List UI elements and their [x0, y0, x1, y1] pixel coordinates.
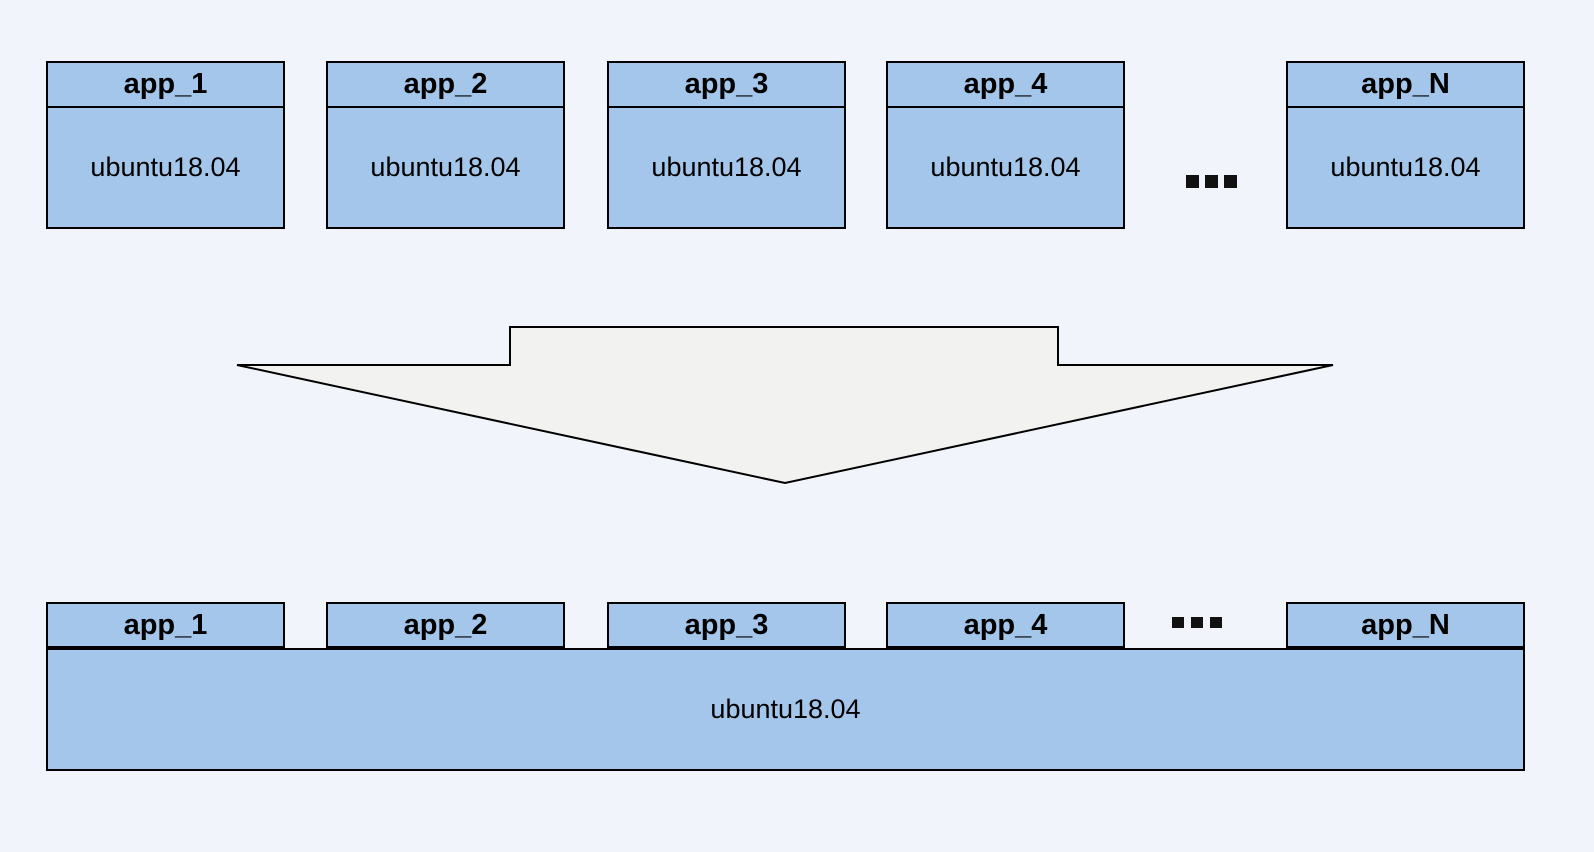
- app-box-title: app_2: [328, 63, 563, 108]
- app-box-3: app_3 ubuntu18.04: [607, 61, 846, 229]
- app-box-2: app_2 ubuntu18.04: [326, 61, 565, 229]
- app-chip-4: app_4: [886, 602, 1125, 648]
- ellipsis-top: ...: [1186, 175, 1237, 188]
- app-chip-n: app_N: [1286, 602, 1525, 648]
- app-chip-label: app_1: [123, 608, 208, 641]
- app-box-title: app_1: [48, 63, 283, 108]
- app-chip-label: app_N: [1361, 608, 1450, 641]
- app-chip-label: app_2: [403, 608, 488, 641]
- app-box-os: ubuntu18.04: [930, 152, 1081, 182]
- app-box-os: ubuntu18.04: [1330, 152, 1481, 182]
- shared-os-label: ubuntu18.04: [710, 694, 861, 724]
- app-box-n: app_N ubuntu18.04: [1286, 61, 1525, 229]
- shared-os-base: ubuntu18.04: [46, 648, 1525, 771]
- down-arrow-icon: [236, 326, 1334, 485]
- app-chip-1: app_1: [46, 602, 285, 648]
- app-box-4: app_4 ubuntu18.04: [886, 61, 1125, 229]
- app-chip-label: app_3: [684, 608, 769, 641]
- app-box-os: ubuntu18.04: [370, 152, 521, 182]
- app-box-1: app_1 ubuntu18.04: [46, 61, 285, 229]
- app-box-title: app_N: [1288, 63, 1523, 108]
- app-chip-2: app_2: [326, 602, 565, 648]
- app-chip-label: app_4: [963, 608, 1048, 641]
- ellipsis-bottom: ...: [1172, 617, 1222, 628]
- app-box-title: app_4: [888, 63, 1123, 108]
- app-box-title: app_3: [609, 63, 844, 108]
- app-box-os: ubuntu18.04: [90, 152, 241, 182]
- app-box-os: ubuntu18.04: [651, 152, 802, 182]
- app-chip-3: app_3: [607, 602, 846, 648]
